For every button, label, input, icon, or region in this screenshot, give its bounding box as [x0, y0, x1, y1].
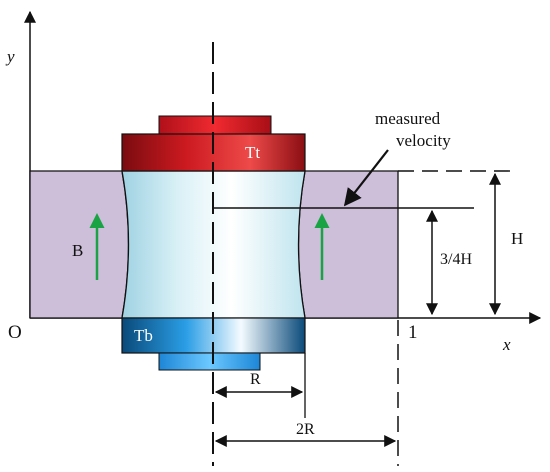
- height-label: H: [511, 229, 523, 248]
- radius-label: R: [250, 371, 261, 388]
- bottom-electrode-label: Tb: [134, 326, 153, 345]
- measured-velocity-label-line2: velocity: [396, 131, 451, 150]
- top-electrode-label: Tt: [245, 143, 260, 162]
- three-quarter-height-label: 3/4H: [440, 251, 472, 268]
- bottom-electrode-cap: [158, 352, 261, 371]
- magnetic-field-label: B: [72, 241, 83, 260]
- x-axis-label: x: [502, 335, 511, 354]
- measured-velocity-label-line1: measured: [375, 109, 441, 128]
- top-electrode-cap: [158, 115, 272, 135]
- two-radius-label: 2R: [296, 421, 315, 438]
- y-axis-label: y: [5, 47, 15, 66]
- origin-label: O: [8, 322, 22, 343]
- x-one-label: 1: [408, 322, 418, 343]
- measured-velocity-pointer: [343, 149, 389, 207]
